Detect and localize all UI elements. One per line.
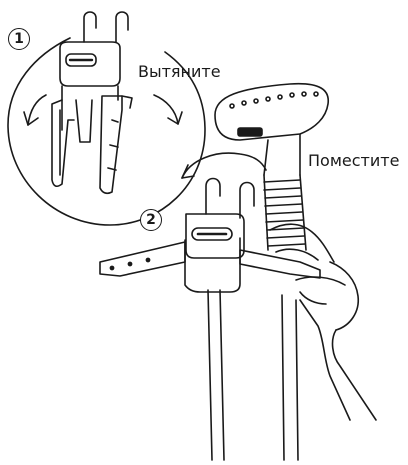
step-1-badge: 1 <box>8 28 30 50</box>
hanger-pole <box>208 290 224 460</box>
hand <box>270 224 376 420</box>
hook-clip-detail <box>8 12 205 225</box>
step-1-label: Вытяните <box>138 63 221 81</box>
step-2-label: Поместите <box>308 152 399 170</box>
step-2-number: 2 <box>146 212 156 228</box>
step-1-number: 1 <box>14 31 24 47</box>
step-2-badge: 2 <box>140 209 162 231</box>
steamer-hose <box>264 175 306 460</box>
